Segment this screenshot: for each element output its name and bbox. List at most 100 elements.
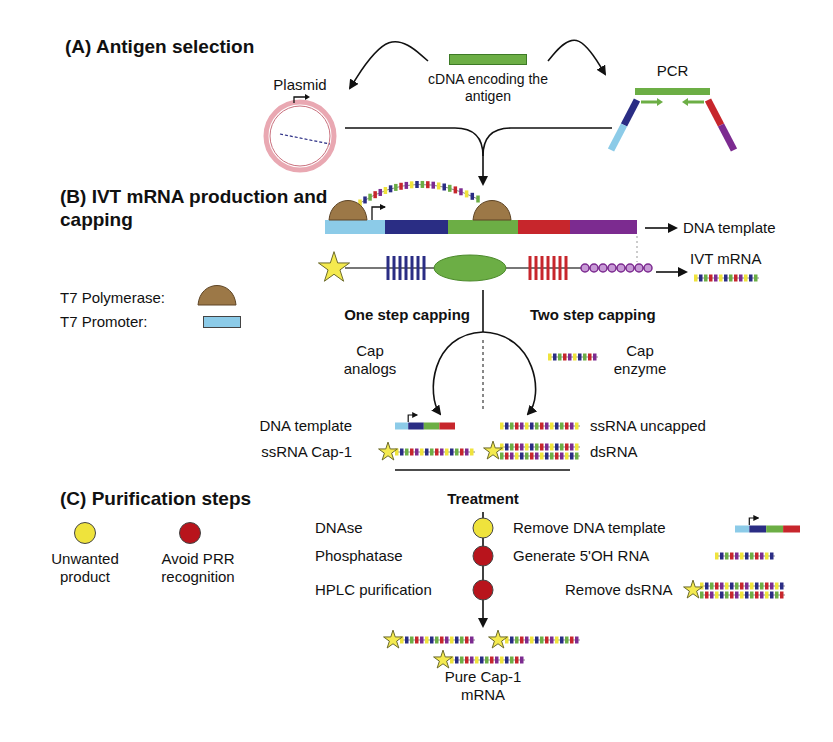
rect-shape: [495, 657, 499, 664]
rect-shape: [739, 275, 743, 282]
rect-shape: [730, 553, 734, 560]
t7-polymerase: [329, 201, 367, 221]
label: Cap analogs: [335, 342, 405, 378]
rect-shape: [740, 592, 744, 599]
rect-shape: [505, 444, 509, 451]
mrna-icon: [715, 553, 775, 560]
nascent-rna-bead: [368, 194, 372, 201]
arrow: [656, 271, 686, 273]
rect-shape: [480, 657, 484, 664]
capping-arc: [483, 332, 536, 414]
nascent-rna-bead: [442, 184, 446, 191]
rect-shape: [500, 657, 504, 664]
rect-shape: [530, 453, 534, 460]
plasmid-drawing: [250, 94, 350, 174]
cap-star: [684, 580, 703, 598]
rect-shape: [715, 553, 719, 560]
rect-shape: [560, 423, 564, 430]
nascent-rna-bead: [454, 186, 458, 193]
legend-dot: [179, 522, 201, 544]
rect-shape: [530, 444, 534, 451]
rect-shape: [540, 637, 544, 644]
cap-star: [434, 650, 453, 668]
rect-shape: [525, 637, 529, 644]
node-label: cDNA encoding the antigen: [428, 71, 548, 105]
nascent-rna-bead: [399, 183, 403, 190]
rect-shape: [754, 275, 758, 282]
rect-shape: [455, 449, 459, 456]
line-shape: [624, 100, 637, 125]
rect-shape: [505, 423, 509, 430]
rect-shape: [724, 275, 728, 282]
nascent-rna-bead: [410, 181, 414, 188]
rect-shape: [635, 88, 710, 95]
label: Remove dsRNA: [565, 581, 685, 599]
rect-shape: [714, 275, 718, 282]
rect-shape: [588, 354, 592, 361]
rect-shape: [765, 592, 769, 599]
rect-shape: [699, 275, 703, 282]
rect-shape: [719, 275, 723, 282]
rect-shape: [405, 449, 409, 456]
label: DNAse: [315, 519, 435, 537]
rect-shape: [755, 553, 759, 560]
rect-shape: [704, 275, 708, 282]
rect-shape: [510, 637, 514, 644]
rect-shape: [770, 583, 774, 590]
nascent-rna-bead: [431, 182, 435, 189]
rect-shape: [500, 453, 504, 460]
rect-shape: [535, 453, 539, 460]
rect-shape: [450, 637, 454, 644]
utr-stripe: [387, 256, 390, 280]
utr-stripe: [393, 256, 396, 280]
mrna-icon: [694, 275, 759, 282]
legend-label: T7 Promoter:: [60, 313, 200, 331]
rect-shape: [735, 553, 739, 560]
rect-shape: [593, 354, 597, 361]
rect-shape: [525, 444, 529, 451]
nascent-rna-bead: [437, 182, 441, 189]
legend-label: T7 Polymerase:: [60, 289, 200, 307]
rect-shape: [505, 657, 509, 664]
legend-swatch: [203, 316, 241, 328]
rect-shape: [555, 444, 559, 451]
merge-line: [483, 128, 612, 156]
rect-shape: [545, 637, 549, 644]
rect-shape: [575, 637, 579, 644]
polymerase-symbol: [197, 283, 237, 307]
nascent-rna-line: [360, 184, 478, 203]
label: DNA template: [683, 219, 803, 237]
heading: Treatment: [423, 490, 543, 508]
path-shape: [682, 98, 688, 106]
utr-stripe: [417, 256, 420, 280]
label: HPLC purification: [315, 581, 455, 599]
rect-shape: [720, 583, 724, 590]
label: Remove DNA template: [513, 519, 693, 537]
rect-shape: [734, 275, 738, 282]
rect-shape: [740, 583, 744, 590]
legend-dot: [74, 522, 96, 544]
heading: Two step capping: [530, 306, 700, 324]
line-shape: [688, 101, 704, 104]
rect-shape: [725, 553, 729, 560]
rect-shape: [573, 354, 577, 361]
rect-shape: [510, 453, 514, 460]
treatment-dot: [473, 580, 493, 600]
rect-shape: [424, 423, 440, 430]
utr-stripe: [423, 256, 426, 280]
rect-shape: [420, 449, 424, 456]
heading: (A) Antigen selection: [65, 36, 325, 59]
rect-shape: [520, 657, 524, 664]
legend-label: Unwanted product: [40, 550, 130, 586]
rect-shape: [560, 637, 564, 644]
template-segment: [448, 220, 518, 234]
rect-shape: [710, 583, 714, 590]
cdna-bar: [449, 54, 527, 65]
polya-bead: [617, 264, 625, 272]
nascent-rna-bead: [384, 187, 388, 194]
polya-bead: [581, 264, 589, 272]
rect-shape: [410, 637, 414, 644]
rect-shape: [755, 583, 759, 590]
rect-shape: [735, 592, 739, 599]
